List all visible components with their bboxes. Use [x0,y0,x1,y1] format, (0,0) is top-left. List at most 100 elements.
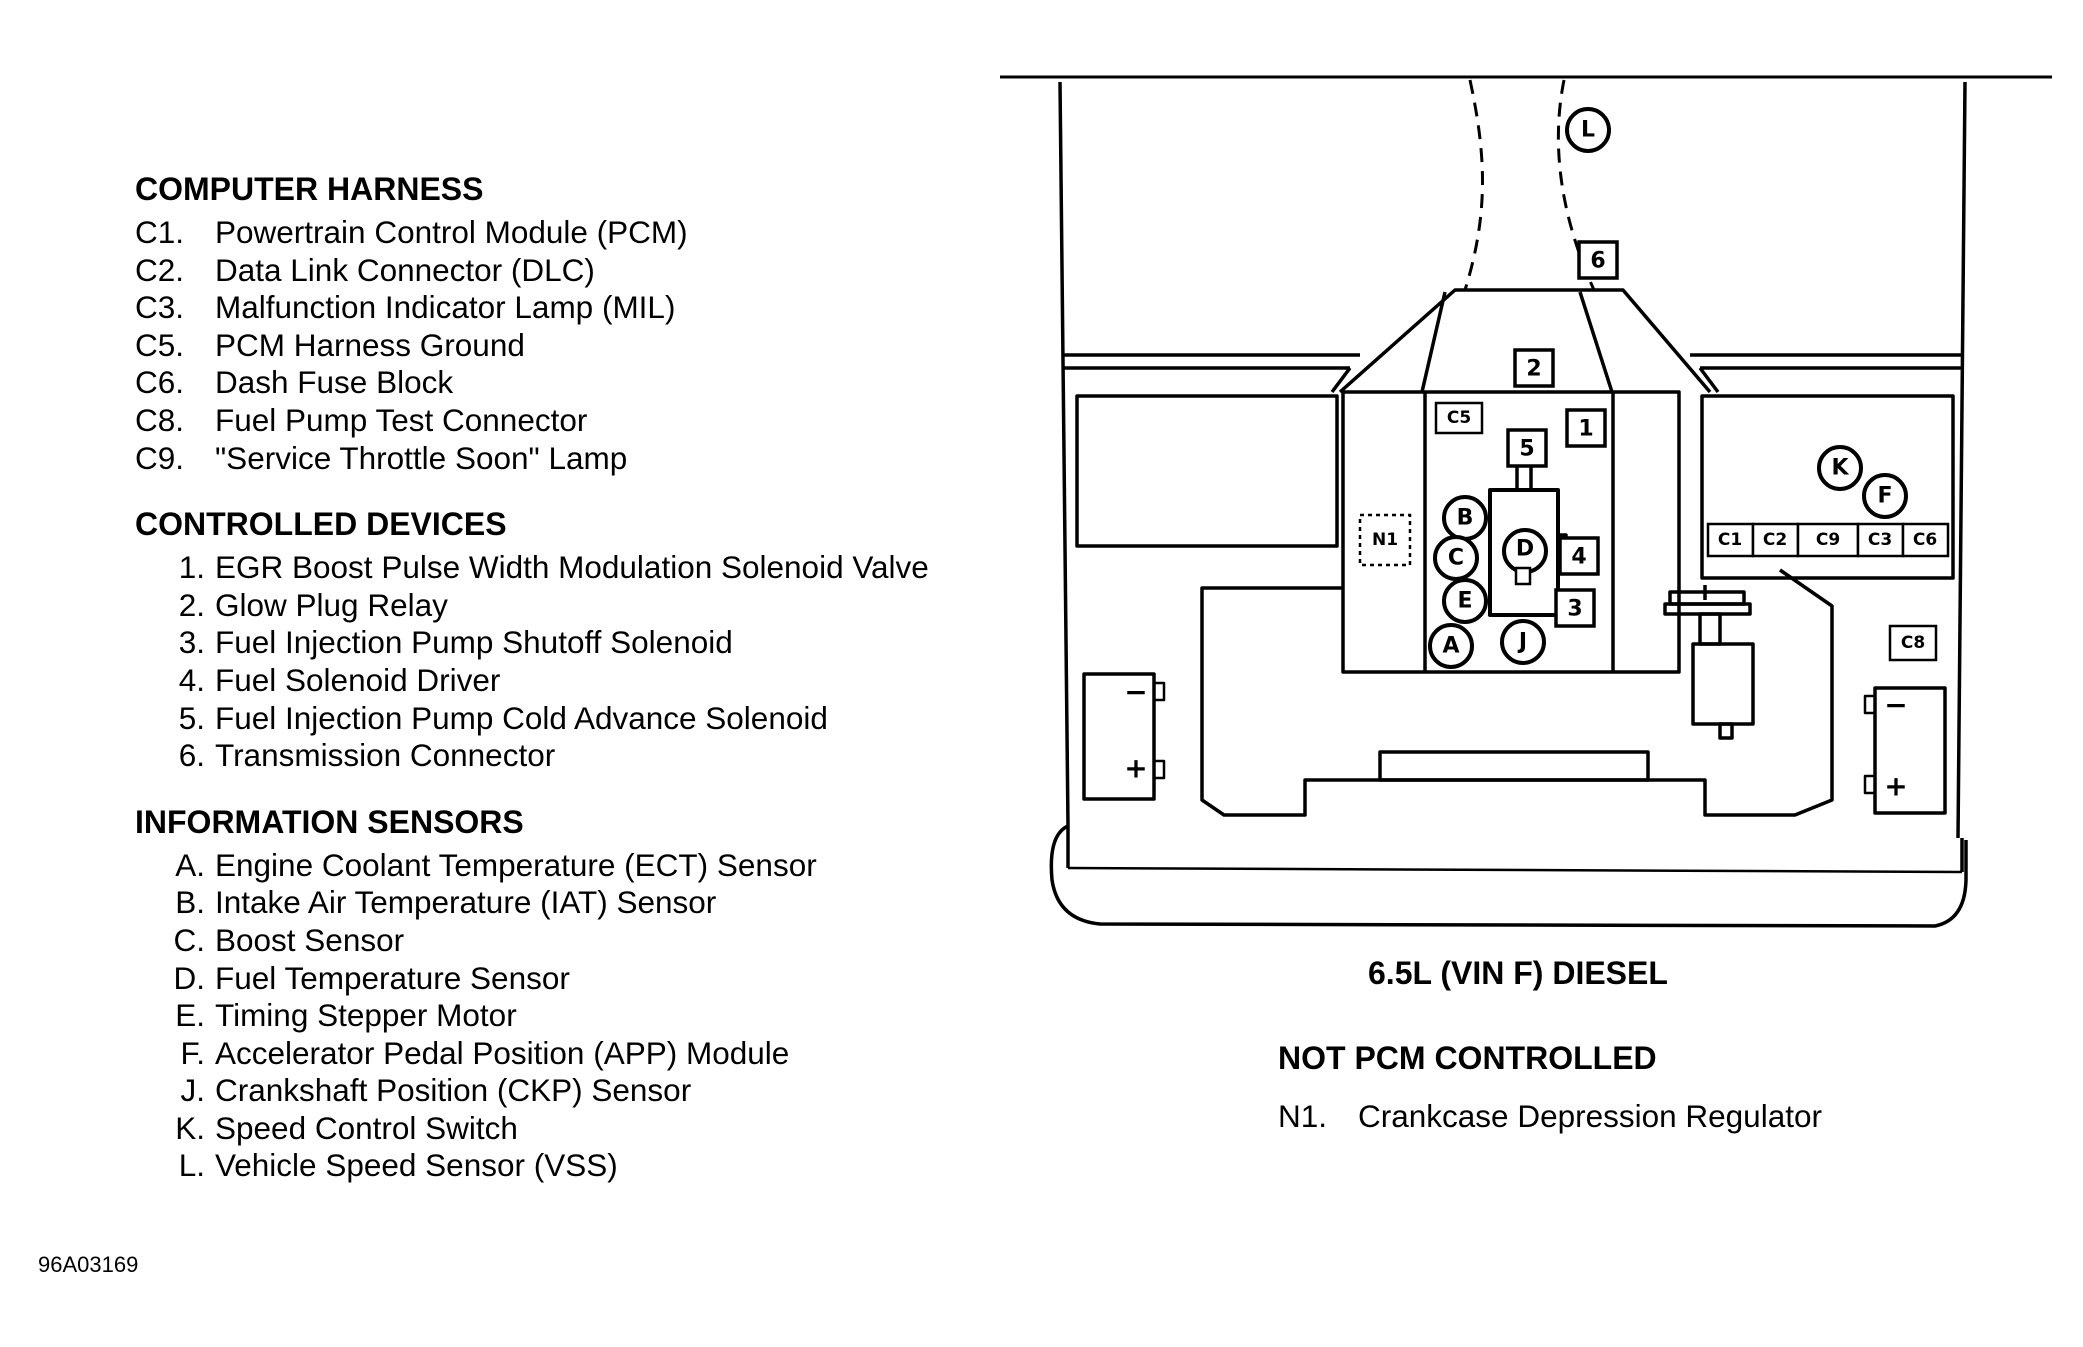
list-item-code: J. [180,1072,205,1109]
list-item-label: Fuel Pump Test Connector [215,401,588,438]
marker-c1-box [1706,522,1755,558]
marker-3-label: 3 [1567,597,1582,622]
list-item-code: 4. [178,661,205,698]
list-item-label: EGR Boost Pulse Width Modulation Solenoi… [215,549,929,586]
list-item-code: 6. [178,737,205,774]
list-item-label: Transmission Connector [215,737,556,774]
list-item-code: 1. [178,549,205,586]
marker-4-label: 4 [1571,545,1586,570]
list-item: J.Crankshaft Position (CKP) Sensor [135,1072,1015,1110]
marker-5-box [1506,428,1548,468]
marker-c5-box [1434,401,1484,435]
list-item-code: E. [175,997,205,1034]
marker-c8-box [1888,624,1938,662]
list-item-code: 5. [178,699,205,736]
list-item: E. Timing Stepper Motor [135,997,1015,1035]
list-item-code: C1. [135,214,185,250]
marker-6-label: 6 [1590,249,1605,274]
right-battery-minus: − [1884,689,1907,722]
list-item: C1. Powertrain Control Module (PCM) [135,214,1015,252]
list-item: C5. PCM Harness Ground [135,327,1015,365]
list-item-label: Fuel Injection Pump Shutoff Solenoid [215,624,733,661]
marker-f-label: F [1877,484,1892,509]
list-item: F.Accelerator Pedal Position (APP) Modul… [135,1035,1015,1073]
marker-j-label: J [1517,630,1527,655]
list-item: A.Engine Coolant Temperature (ECT) Senso… [135,847,1015,885]
list-item: 2.Glow Plug Relay [135,587,1015,625]
marker-n1-label: N1 [1372,530,1398,550]
list-item: C2. Data Link Connector (DLC) [135,252,1015,290]
marker-c3-box [1856,522,1905,558]
list-item-code: C5. [135,326,185,363]
marker-n1-box [1358,513,1412,567]
diagram-title: 6.5L (VIN F) DIESEL [1368,955,1668,991]
marker-c5-label: C5 [1447,408,1471,428]
marker-a-label: A [1442,634,1459,659]
list-item: 1. EGR Boost Pulse Width Modulation Solen… [135,549,1015,587]
marker-k-circle [1817,445,1863,491]
marker-a-circle [1428,623,1474,669]
marker-k-label: K [1831,456,1849,481]
left-battery-plus: + [1124,752,1147,785]
list-item-label: Powertrain Control Module (PCM) [215,214,688,250]
list-item: C6. Dash Fuse Block [135,364,1015,402]
list-item-label: Glow Plug Relay [215,586,448,623]
marker-4-box [1558,536,1600,576]
list-item-label: Fuel Temperature Sensor [215,959,570,996]
marker-6-box [1577,240,1619,280]
list-item-label: "Service Throttle Soon" Lamp [215,439,628,476]
marker-l-circle [1565,107,1611,153]
list-item: C8. Fuel Pump Test Connector [135,402,1015,440]
list-item-code: C8. [135,401,185,438]
controlled-devices-list: 1. EGR Boost Pulse Width Modulation Solen… [135,549,1015,775]
list-item-label: Engine Coolant Temperature (ECT) Sensor [215,846,817,883]
marker-1-label: 1 [1578,417,1593,442]
list-item-label: Vehicle Speed Sensor (VSS) [215,1147,618,1184]
list-item-code: C3. [135,289,185,326]
list-item: B.Intake Air Temperature (IAT) Sensor [135,884,1015,922]
list-item-code: 3. [178,624,205,661]
not-pcm-item-label: Crankcase Depression Regulator [1358,1098,1822,1134]
list-item-code: C2. [135,251,185,288]
list-item-label: PCM Harness Ground [215,326,525,363]
marker-c2-box [1751,522,1800,558]
list-item-label: Speed Control Switch [215,1109,518,1146]
controlled-devices-title: CONTROLLED DEVICES [135,506,507,543]
marker-c9-label: C9 [1816,530,1840,550]
marker-c3-label: C3 [1868,530,1892,550]
list-item-code: L. [178,1147,205,1184]
information-sensors-title: INFORMATION SENSORS [135,803,524,840]
list-item: C.Boost Sensor [135,922,1015,960]
list-item-label: Data Link Connector (DLC) [215,251,595,288]
list-item-label: Fuel Injection Pump Cold Advance Solenoi… [215,699,828,736]
information-sensors-list: A.Engine Coolant Temperature (ECT) Senso… [135,847,1015,1185]
marker-2-label: 2 [1526,357,1541,382]
marker-c6-box [1901,522,1950,558]
list-item-label: Dash Fuse Block [215,364,454,401]
marker-c8-label: C8 [1901,633,1925,653]
left-battery-minus: − [1124,676,1147,709]
not-pcm-controlled-title: NOT PCM CONTROLLED [1278,1040,1657,1076]
marker-5-label: 5 [1519,437,1534,462]
list-item-code: K. [175,1109,205,1146]
list-item: C9."Service Throttle Soon" Lamp [135,440,1015,478]
list-item-code: D. [173,959,206,996]
right-battery-plus: + [1884,770,1907,803]
list-item-code: C6. [135,364,185,401]
marker-e-label: E [1457,589,1472,614]
list-item-label: Timing Stepper Motor [215,997,517,1034]
marker-b-label: B [1457,506,1474,531]
list-item-code: C. [173,921,206,958]
list-item: 6. Transmission Connector [135,737,1015,775]
list-item: 5. Fuel Injection Pump Cold Advance Solen… [135,700,1015,738]
list-item-code: F. [180,1034,205,1071]
marker-1-box [1565,408,1607,448]
marker-c1-label: C1 [1718,530,1742,550]
marker-d-label: D [1516,537,1534,562]
computer-harness-title: COMPUTER HARNESS [135,171,484,207]
not-pcm-item: N1.Crankcase Depression Regulator [1278,1098,1822,1135]
legend: COMPUTER HARNESS C1. Powertrain Control M… [135,170,1015,1213]
marker-2-box [1513,348,1555,388]
list-item: 4.Fuel Solenoid Driver [135,662,1015,700]
